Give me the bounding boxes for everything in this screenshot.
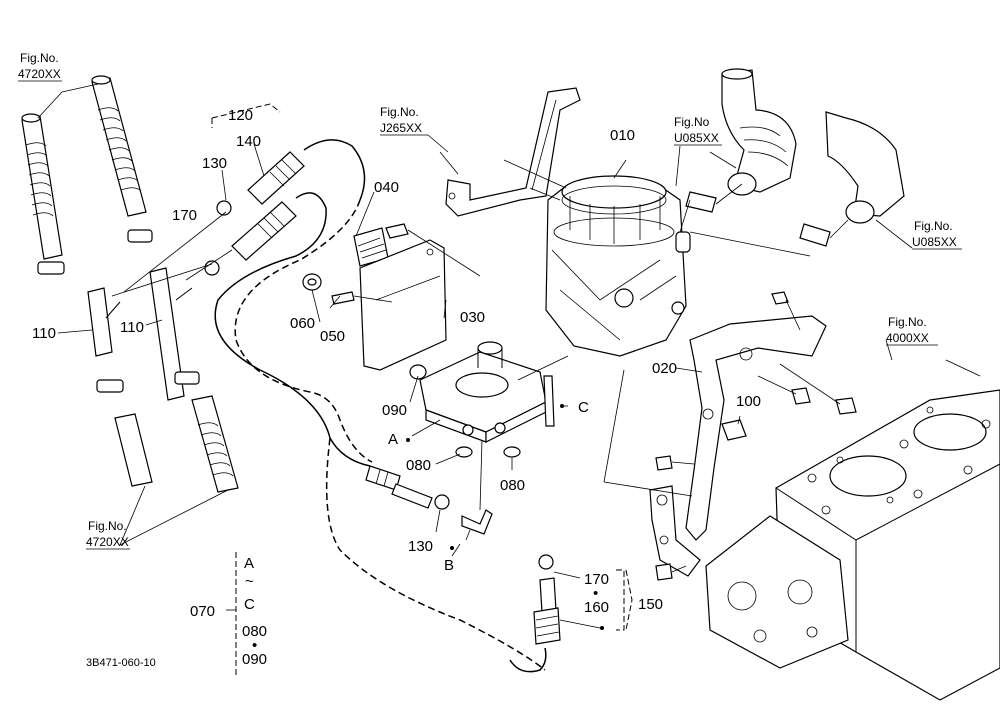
kit-070-080: 080 bbox=[242, 623, 267, 640]
fig-ref-4000-label: Fig.No. bbox=[888, 315, 927, 329]
fig-ref-4000-number: 4000XX bbox=[886, 331, 929, 345]
kit-150-labels: 170 • 160 bbox=[584, 569, 633, 631]
fig-ref-4720-bottom-label: Fig.No. bbox=[88, 519, 127, 533]
right-hoses bbox=[679, 68, 913, 257]
kit-150-170: 170 bbox=[584, 571, 609, 588]
kit-150-dot: • bbox=[593, 585, 598, 602]
left-hose-assembly bbox=[21, 75, 239, 546]
callout-140: 140 bbox=[236, 133, 261, 150]
fuel-filter-010 bbox=[545, 175, 691, 357]
callout-020: 020 bbox=[652, 360, 677, 377]
fig-ref-j265-number: J265XX bbox=[380, 121, 422, 135]
callout-labels: 010 020 030 040 050 060 070 080 080 090 … bbox=[32, 107, 761, 620]
callout-130-top: 130 bbox=[202, 155, 227, 172]
kit-070-tilde: ~ bbox=[245, 573, 254, 590]
fig-ref-4720-top-number: 4720XX bbox=[18, 67, 61, 81]
hose-fitting-150 bbox=[533, 554, 625, 645]
engine-block bbox=[705, 359, 1000, 701]
callout-leaders bbox=[311, 145, 893, 630]
callout-150: 150 bbox=[638, 596, 663, 613]
callout-130-bottom: 130 bbox=[408, 538, 433, 555]
kit-070-list: A ~ C 080 • 090 bbox=[226, 552, 267, 676]
callout-A: A bbox=[388, 431, 398, 448]
diagram-code: 3B471-060-10 bbox=[86, 657, 156, 669]
kit-150-160: 160 bbox=[584, 599, 609, 616]
fig-ref-4720-bottom-number: 4720XX bbox=[86, 535, 129, 549]
fig-ref-j265-label: Fig.No. bbox=[380, 105, 419, 119]
callout-110-left: 110 bbox=[32, 325, 56, 342]
fig-ref-4720-top-label: Fig.No. bbox=[20, 51, 59, 65]
callout-080-left: 080 bbox=[406, 457, 431, 474]
callout-C: C bbox=[578, 399, 589, 416]
callout-100: 100 bbox=[736, 393, 761, 410]
fig-ref-u085-b-number: U085XX bbox=[912, 235, 957, 249]
kit-070-a: A bbox=[244, 555, 254, 572]
callout-170-left: 170 bbox=[172, 207, 197, 224]
callout-060: 060 bbox=[290, 315, 315, 332]
callout-B: B bbox=[444, 557, 454, 574]
fuel-lines bbox=[214, 139, 547, 673]
bracket-j265 bbox=[439, 87, 581, 217]
kit-070-dot: • bbox=[252, 637, 257, 654]
kit-070-090: 090 bbox=[242, 651, 267, 668]
callout-010: 010 bbox=[610, 127, 635, 144]
hose-fitting-120 bbox=[111, 103, 305, 297]
callout-040: 040 bbox=[374, 179, 399, 196]
fig-ref-u085-a-label: Fig.No bbox=[674, 115, 710, 129]
fig-ref-u085-a-number: U085XX bbox=[674, 131, 719, 145]
callout-090: 090 bbox=[382, 402, 407, 419]
callout-080-right: 080 bbox=[500, 477, 525, 494]
callout-120: 120 bbox=[228, 107, 253, 124]
filter-head-block bbox=[409, 341, 555, 511]
fig-ref-u085-b-label: Fig.No. bbox=[914, 219, 953, 233]
callout-070: 070 bbox=[190, 603, 215, 620]
bracket-030-040 bbox=[302, 223, 481, 371]
callout-110-right: 110 bbox=[120, 319, 144, 336]
callout-050: 050 bbox=[320, 328, 345, 345]
callout-030: 030 bbox=[460, 309, 485, 326]
figure-references: Fig.No. 4720XX Fig.No. 4720XX Fig.No. J2… bbox=[18, 51, 962, 550]
bracket-020 bbox=[649, 291, 857, 581]
kit-070-c: C bbox=[244, 596, 255, 613]
